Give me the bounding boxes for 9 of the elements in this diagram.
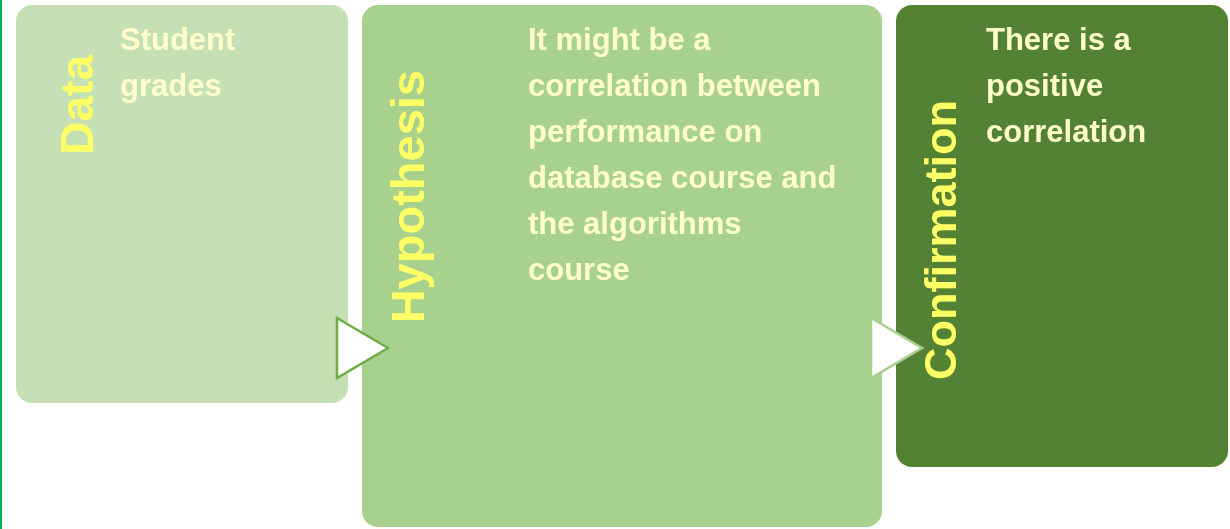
- node-text: There is a positive correlation: [986, 21, 1148, 151]
- process-box: [362, 5, 882, 527]
- node-title: Confirmation: [918, 100, 963, 380]
- node-text: It might be a correlation between performance on database course and the algorithms course: [528, 21, 838, 289]
- chevron-arrow: [335, 315, 391, 381]
- node-title: Data: [54, 55, 100, 155]
- process-box: [896, 5, 1228, 467]
- process-box: [16, 5, 348, 403]
- node-text: Student grades: [120, 21, 237, 105]
